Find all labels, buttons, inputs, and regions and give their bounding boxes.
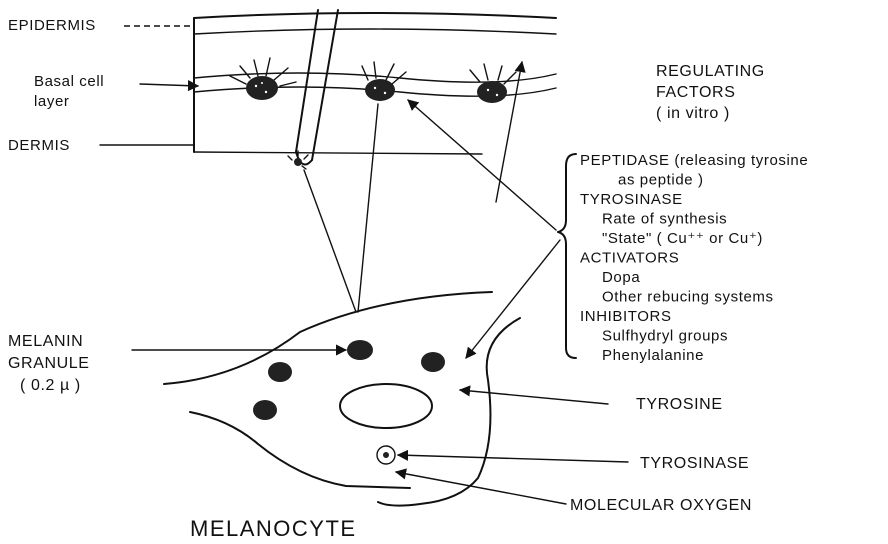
melanocyte-membrane-left bbox=[190, 412, 410, 488]
melanin-granule-4 bbox=[253, 400, 277, 420]
melanin-granule-2 bbox=[421, 352, 445, 372]
regulating-title-line3: ( in vitro ) bbox=[656, 105, 730, 122]
factor-line: "State" ( Cu⁺⁺ or Cu⁺) bbox=[602, 230, 763, 247]
factor-line: Dopa bbox=[602, 269, 640, 286]
melanin-granule-1 bbox=[347, 340, 373, 360]
factor-line: INHIBITORS bbox=[580, 308, 672, 325]
factor-line: Rate of synthesis bbox=[602, 211, 727, 228]
nucleus bbox=[340, 384, 432, 428]
dermis-boundary bbox=[194, 152, 482, 154]
arrow-to-melanocyte bbox=[466, 240, 560, 358]
factor-list: PEPTIDASE (releasing tyrosine as peptide … bbox=[580, 152, 808, 364]
melanocyte-membrane-right bbox=[378, 318, 520, 506]
regulating-title-line1: REGULATING bbox=[656, 63, 765, 80]
factor-line: Other rebucing systems bbox=[602, 289, 774, 306]
connector-from-basal-2 bbox=[358, 104, 378, 312]
factor-line: Sulfhydryl groups bbox=[602, 328, 728, 345]
hair-follicle-right bbox=[312, 10, 338, 160]
melanin-label-line2: GRANULE bbox=[8, 355, 90, 372]
factor-line: TYROSINASE bbox=[580, 191, 683, 208]
arrow-to-basal-melanocyte-2 bbox=[408, 100, 556, 230]
epidermis-surface bbox=[194, 13, 556, 18]
epidermis-inner-line bbox=[194, 29, 556, 34]
melanocyte-membrane-top bbox=[164, 292, 492, 384]
basal-cell-leader bbox=[140, 84, 198, 86]
tyrosine-arrow bbox=[460, 390, 608, 404]
molecular-oxygen-arrow bbox=[396, 472, 566, 504]
regulating-factors: REGULATING FACTORS ( in vitro ) PEPTIDAS… bbox=[408, 62, 808, 364]
melanocyte-title: MELANOCYTE bbox=[190, 516, 357, 541]
melanin-label-line1: MELANIN bbox=[8, 333, 83, 350]
molecular-oxygen-label: MOLECULAR OXYGEN bbox=[570, 497, 752, 514]
factor-line: ACTIVATORS bbox=[580, 250, 679, 267]
basal-melanocyte-3 bbox=[470, 64, 516, 103]
melanin-granule-3 bbox=[268, 362, 292, 382]
factors-brace bbox=[558, 154, 576, 358]
basal-cell-label-line2: layer bbox=[34, 93, 70, 110]
hair-follicle-left bbox=[296, 10, 318, 152]
tyrosinase-organelle bbox=[377, 446, 395, 464]
follicle-melanocyte bbox=[288, 151, 308, 169]
basal-melanocyte-1 bbox=[230, 58, 296, 100]
dermis-label: DERMIS bbox=[8, 137, 70, 154]
epidermis-label: EPIDERMIS bbox=[8, 17, 96, 34]
skin-section: EPIDERMIS Basal cell layer DERMIS bbox=[8, 10, 556, 169]
tyrosine-label: TYROSINE bbox=[636, 396, 723, 413]
factor-line: as peptide ) bbox=[618, 172, 704, 189]
tyrosinase-label: TYROSINASE bbox=[640, 455, 749, 472]
melanin-label-line3: ( 0.2 µ ) bbox=[20, 377, 81, 394]
factor-line: Phenylalanine bbox=[602, 347, 704, 364]
basal-melanocyte-2 bbox=[362, 62, 406, 101]
connector-from-follicle bbox=[304, 170, 356, 312]
regulating-title-line2: FACTORS bbox=[656, 84, 735, 101]
basal-cell-label-line1: Basal cell bbox=[34, 73, 104, 90]
factor-line: PEPTIDASE (releasing tyrosine bbox=[580, 152, 808, 169]
tyrosinase-arrow bbox=[398, 455, 628, 462]
